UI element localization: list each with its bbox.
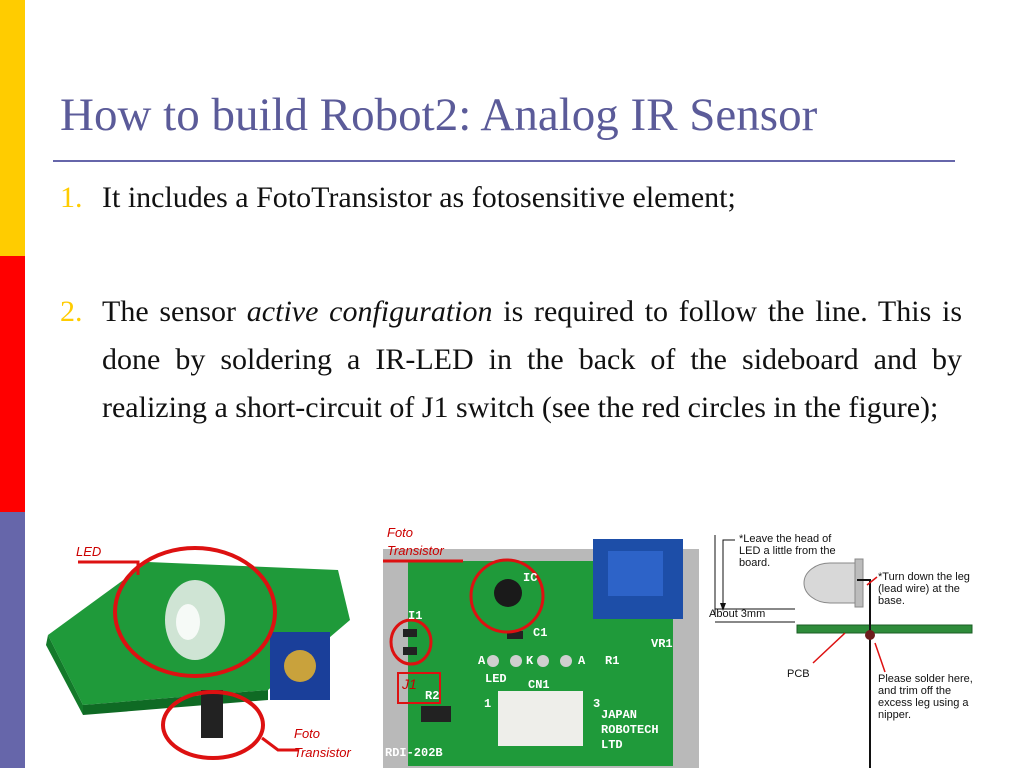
note-solder-line-3: excess leg using a — [878, 697, 969, 709]
note-turn-line-1: *Turn down the leg — [878, 571, 970, 583]
note-solder: Please solder here, and trim off the exc… — [878, 673, 973, 721]
j1-pad-bottom — [403, 647, 417, 655]
figure-led-soldering-diagram: *Leave the head of LED a little from the… — [705, 525, 1005, 768]
title-underline — [53, 160, 955, 162]
list-item-2: 2. The sensor active configuration is re… — [60, 288, 962, 432]
figure-pcb-top-photo: Foto Transistor J1 IC C1 VR1 R1 I1 A K A… — [383, 521, 699, 768]
silk-a2: A — [578, 654, 586, 668]
fototransistor-ic — [494, 579, 522, 607]
note-leave-line-2: LED a little from the — [739, 545, 836, 557]
sensor-board-drawing — [46, 546, 350, 760]
silk-led: LED — [485, 672, 507, 686]
soldering-diagram-drawing — [714, 535, 973, 768]
fototransistor-marker-circle — [469, 558, 545, 634]
note-leave-line-3: board. — [739, 557, 771, 569]
label-j1: J1 — [402, 676, 417, 692]
turn-down-arrow — [866, 576, 878, 586]
silk-k: K — [526, 654, 534, 668]
silk-vr1: VR1 — [651, 637, 673, 651]
fototransistor-body — [201, 690, 223, 738]
cn1-connector — [498, 691, 583, 746]
slide-title: How to build Robot2: Analog IR Sensor — [60, 89, 818, 141]
led-leader-line — [78, 560, 140, 575]
solder-arrow — [874, 642, 886, 673]
led-lead-wire — [857, 579, 871, 768]
note-solder-line-4: nipper. — [878, 709, 912, 721]
r2-component — [421, 706, 451, 722]
fototransistor-leader-line — [261, 736, 298, 752]
note-leave-line-1: *Leave the head of — [739, 533, 832, 545]
label-led: LED — [76, 544, 102, 559]
vr1-knob — [608, 551, 663, 596]
label-foto-1: Foto — [294, 726, 321, 741]
silk-ic: IC — [523, 571, 538, 585]
silk-company-2: ROBOTECH — [601, 723, 659, 737]
note-leave-head: *Leave the head of LED a little from the… — [739, 533, 836, 569]
fototransistor-marker-circle — [161, 690, 265, 760]
note-turn-line-2: (lead wire) at the — [878, 583, 960, 595]
list-item-1: 1. It includes a FotoTransistor as fotos… — [60, 174, 960, 222]
silk-pin-3: 3 — [593, 697, 601, 711]
silk-company-1: JAPAN — [601, 708, 638, 722]
figure-sensor-board-photo: LED Foto Transistor — [38, 540, 370, 768]
ir-led-highlight — [176, 604, 200, 640]
pad-2 — [510, 655, 522, 667]
list-text-2-after: is required to follow the line. This is … — [102, 295, 963, 424]
led-rim — [854, 558, 864, 608]
list-text-2-before: The sensor — [102, 295, 247, 328]
list-text-1: It includes a FotoTransistor as fotosens… — [102, 181, 736, 214]
note-turn-line-3: base. — [878, 595, 905, 607]
list-text-2: The sensor active configuration is requi… — [60, 288, 962, 432]
pcb-top-drawing — [383, 539, 699, 768]
side-bar-yellow — [0, 0, 25, 256]
side-bar-red — [0, 256, 25, 512]
pcb-edge — [46, 635, 83, 715]
silk-c1: C1 — [533, 626, 548, 640]
led-marker-circle — [113, 546, 277, 678]
j1-marker-circle — [389, 618, 433, 666]
label-foto-2: Transistor — [294, 745, 351, 760]
label-pcb: PCB — [787, 668, 810, 680]
pad-4 — [560, 655, 572, 667]
pad-3 — [537, 655, 549, 667]
j1-pad-top — [403, 629, 417, 637]
solder-point — [865, 630, 875, 640]
list-number-1: 1. — [60, 181, 83, 214]
leave-pointer-arrowhead — [720, 603, 726, 611]
silk-pin-1: 1 — [484, 697, 492, 711]
silk-cn1: CN1 — [528, 678, 550, 692]
silk-r2: R2 — [425, 689, 440, 703]
label-foto-1: Foto — [387, 525, 414, 540]
silk-r1: R1 — [605, 654, 620, 668]
pad-1 — [487, 655, 499, 667]
note-turn-down: *Turn down the leg (lead wire) at the ba… — [878, 571, 970, 607]
pcb-arrow — [812, 632, 846, 664]
leave-pointer-line — [722, 539, 735, 605]
led-head — [803, 562, 856, 604]
note-solder-line-1: Please solder here, — [878, 673, 973, 685]
c1-component — [507, 631, 523, 639]
list-text-2-italic: active configuration — [246, 295, 493, 328]
note-solder-line-2: and trim off the — [878, 685, 952, 697]
j1-label-box — [397, 672, 441, 704]
list-number-2: 2. — [60, 295, 83, 328]
label-foto-2: Transistor — [387, 543, 444, 558]
side-bar-purple — [0, 512, 25, 768]
silk-i1: I1 — [408, 609, 423, 623]
trimmer-knob — [284, 650, 316, 682]
silk-a1: A — [478, 654, 486, 668]
silk-model: RDI-202B — [385, 746, 443, 760]
label-about-3mm: About 3mm — [709, 608, 766, 620]
pcb-bar — [796, 624, 973, 634]
silk-company-3: LTD — [601, 738, 623, 752]
